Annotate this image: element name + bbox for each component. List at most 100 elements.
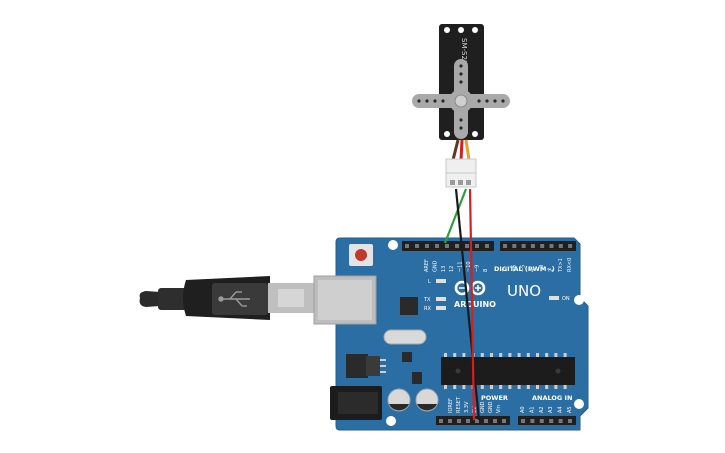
power-pin-hole[interactable] xyxy=(484,419,488,423)
chip-leg xyxy=(545,353,549,357)
servo-model-label: SM-S2309S xyxy=(460,38,468,78)
mount-hole xyxy=(388,240,398,250)
digital-pin-hole[interactable] xyxy=(415,244,419,248)
servo-mount-hole xyxy=(444,131,450,137)
power-pin-hole[interactable] xyxy=(493,419,497,423)
analog-pin-hole[interactable] xyxy=(568,419,572,423)
chip-leg xyxy=(444,385,447,389)
chip-leg xyxy=(545,385,549,389)
chip-leg xyxy=(554,385,558,389)
digital-pin-hole[interactable] xyxy=(425,244,429,248)
pin-label: RX<0 xyxy=(567,258,573,272)
digital-pin-hole[interactable] xyxy=(549,244,554,248)
servo-mount-hole xyxy=(472,131,478,137)
usb-port-face xyxy=(318,280,372,320)
chip-leg xyxy=(462,385,466,389)
digital-pin-hole[interactable] xyxy=(435,244,439,248)
chip-leg xyxy=(526,385,530,389)
ground-wire[interactable] xyxy=(454,188,481,421)
power-wire[interactable] xyxy=(468,188,476,421)
digital-pin-hole[interactable] xyxy=(465,244,469,248)
pin-label: 7 xyxy=(502,269,508,272)
servo-motor[interactable]: SM-S2309S xyxy=(412,24,510,188)
mount-hole xyxy=(386,416,396,426)
pin-label: TX>1 xyxy=(558,258,564,273)
digital-pin-holes xyxy=(405,244,573,248)
digital-pin-hole[interactable] xyxy=(503,244,507,248)
atmega-chip-legs xyxy=(444,353,567,389)
led-rx xyxy=(436,306,446,310)
usb-symbol-icon xyxy=(218,291,250,307)
power-jack-inner xyxy=(338,392,378,414)
crystal-oscillator xyxy=(383,329,427,345)
pin-label: RESET xyxy=(456,396,462,413)
digital-pin-hole[interactable] xyxy=(475,244,479,248)
led-on-label: ON xyxy=(562,296,570,302)
digital-pin-hole[interactable] xyxy=(485,244,489,248)
pin-label: GND xyxy=(432,260,438,272)
led-on xyxy=(549,296,559,300)
chip-leg xyxy=(453,385,457,389)
usb-cable[interactable] xyxy=(139,276,314,320)
signal-wire[interactable] xyxy=(443,188,468,244)
analog-pin-hole[interactable] xyxy=(558,419,563,423)
analog-pin-hole[interactable] xyxy=(549,419,554,423)
led-tx xyxy=(436,297,446,301)
digital-pin-hole[interactable] xyxy=(540,244,545,248)
analog-pin-hole[interactable] xyxy=(539,419,544,423)
chip-leg xyxy=(490,385,493,389)
reset-button[interactable] xyxy=(355,249,367,261)
power-pin-hole[interactable] xyxy=(502,419,506,423)
pin-label: 3.3V xyxy=(464,401,470,413)
pin-label: ~3 xyxy=(539,265,545,272)
chip-leg xyxy=(517,353,521,357)
digital-pin-hole[interactable] xyxy=(530,244,535,248)
usb-chip xyxy=(400,297,418,315)
chip-leg xyxy=(453,353,457,357)
led-l xyxy=(436,279,446,283)
digital-pin-hole[interactable] xyxy=(568,244,573,248)
small-chip xyxy=(402,352,412,362)
pin-label: ~6 xyxy=(511,265,517,272)
power-pin-hole[interactable] xyxy=(466,419,470,423)
pin-label: 12 xyxy=(449,266,455,272)
power-header xyxy=(436,416,510,425)
digital-pin-hole[interactable] xyxy=(455,244,459,248)
digital-pin-hole[interactable] xyxy=(445,244,449,248)
chip-leg xyxy=(444,353,447,357)
regulator-tab xyxy=(366,356,380,376)
power-pin-hole[interactable] xyxy=(439,419,443,423)
analog-pin-hole[interactable] xyxy=(521,419,525,423)
power-pin-hole[interactable] xyxy=(475,419,479,423)
pin-label: IOREF xyxy=(448,398,454,413)
digital-pin-hole[interactable] xyxy=(512,244,517,248)
analog-header xyxy=(518,416,576,425)
digital-pin-hole[interactable] xyxy=(521,244,526,248)
servo-mount-hole xyxy=(444,27,450,33)
analog-pin-hole[interactable] xyxy=(530,419,535,423)
usb-plug-metal-inner xyxy=(278,289,304,307)
led-l-label: L xyxy=(428,279,431,285)
pin-label: 2 xyxy=(549,269,555,272)
digital-pin-hole[interactable] xyxy=(405,244,409,248)
chip-leg xyxy=(563,385,567,389)
pin-label: ~10 xyxy=(466,261,472,272)
usb-cable-strain xyxy=(158,288,188,310)
mount-hole xyxy=(574,295,584,305)
pin-label: GND xyxy=(480,401,486,413)
pin-label: 5V xyxy=(472,406,478,413)
power-pin-hole[interactable] xyxy=(448,419,452,423)
chip-leg xyxy=(536,385,539,389)
small-ic xyxy=(412,372,422,384)
digital-pin-hole[interactable] xyxy=(558,244,563,248)
pin-label: A1 xyxy=(529,406,535,413)
mount-hole xyxy=(574,399,584,409)
servo-horn[interactable] xyxy=(412,59,510,139)
power-pin-hole[interactable] xyxy=(457,419,461,423)
chip-leg xyxy=(536,353,539,357)
chip-leg xyxy=(526,353,530,357)
